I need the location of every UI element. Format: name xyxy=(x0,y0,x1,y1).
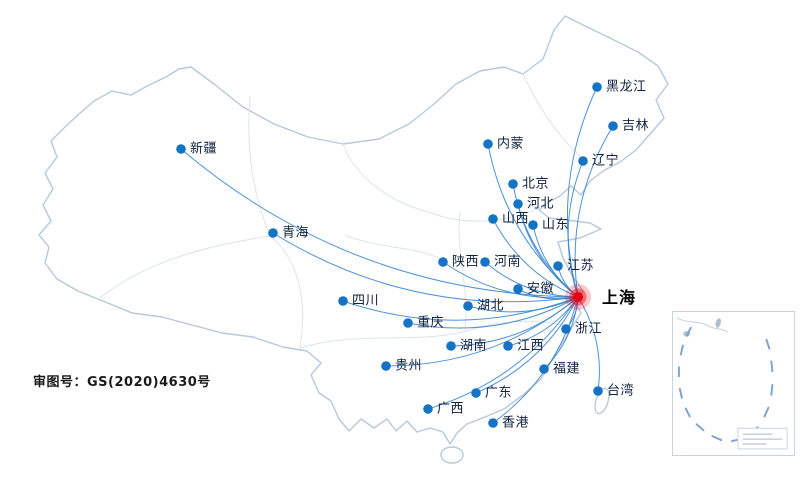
shanghai-marker-dot xyxy=(573,292,583,302)
taiwan-island xyxy=(594,387,610,415)
flight-line xyxy=(577,296,600,392)
province-dot xyxy=(268,228,278,238)
province-dot xyxy=(513,284,523,294)
nine-dash-line xyxy=(677,326,774,443)
province-dot xyxy=(403,318,413,328)
flight-line xyxy=(342,296,579,321)
shanghai-marker xyxy=(565,284,591,310)
inset-taiwan-island xyxy=(715,318,721,328)
flight-line xyxy=(566,86,598,298)
flight-line xyxy=(385,296,579,367)
province-dot xyxy=(539,364,549,374)
flight-line xyxy=(567,160,584,298)
province-dot xyxy=(578,156,588,166)
flight-line xyxy=(407,296,579,329)
shanghai-label: 上海 xyxy=(602,288,637,307)
province-dot xyxy=(381,361,391,371)
china-border-outline xyxy=(38,15,669,464)
flight-line xyxy=(180,148,579,298)
province-dot xyxy=(488,214,498,224)
province-dot xyxy=(513,199,523,209)
flight-line xyxy=(574,125,614,298)
flight-line xyxy=(427,296,579,410)
flight-line xyxy=(475,296,579,394)
province-dot xyxy=(423,404,433,414)
inset-scale-box xyxy=(737,427,788,450)
hainan-island xyxy=(440,446,464,464)
province-dot xyxy=(528,220,538,230)
province-dot xyxy=(508,179,518,189)
flight-line xyxy=(467,296,579,313)
inset-coastline xyxy=(676,317,729,337)
province-dot xyxy=(438,257,448,267)
province-dot xyxy=(463,301,473,311)
flight-line xyxy=(442,261,579,299)
province-borders xyxy=(99,73,586,349)
province-dot xyxy=(471,388,481,398)
province-dot xyxy=(176,144,186,154)
province-dots xyxy=(176,82,618,428)
province-dot xyxy=(608,121,618,131)
province-dot xyxy=(446,341,456,351)
south-china-sea-inset xyxy=(672,311,795,456)
province-dot xyxy=(503,341,513,351)
province-dot xyxy=(480,257,490,267)
province-dot xyxy=(483,139,493,149)
province-dot xyxy=(593,386,603,396)
flight-line xyxy=(484,261,579,298)
south-china-sea-inset-canvas xyxy=(676,317,788,450)
province-dot xyxy=(553,261,563,271)
map-approval-number: 审图号：GS(2020)4630号 xyxy=(33,375,211,390)
province-dot xyxy=(561,324,571,334)
province-dot xyxy=(592,82,602,92)
flight-line xyxy=(492,218,579,298)
province-dot xyxy=(488,418,498,428)
flight-line xyxy=(517,288,579,300)
flight-lines xyxy=(180,86,614,424)
flight-line xyxy=(272,232,579,303)
province-dot xyxy=(338,296,348,306)
